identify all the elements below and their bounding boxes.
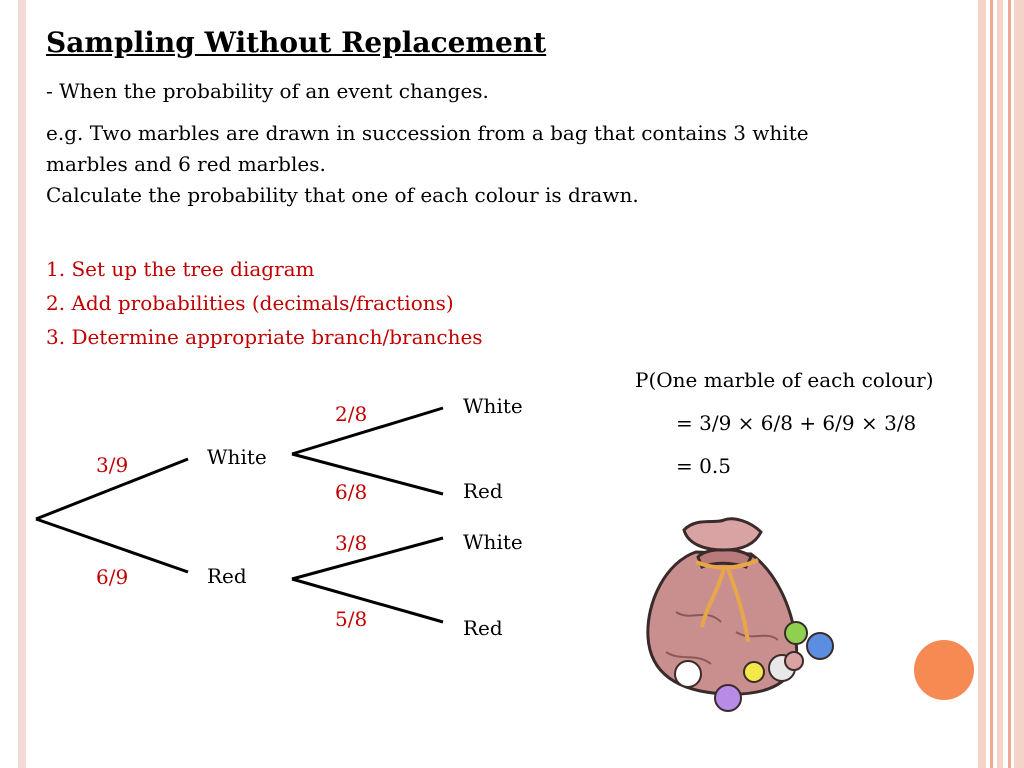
node-first-white: White (207, 445, 267, 469)
node-red-red: Red (463, 616, 503, 640)
right-border-stripe (1014, 0, 1024, 768)
right-border-stripe (990, 0, 993, 768)
node-white-red: Red (463, 479, 503, 503)
step-item: 3. Determine appropriate branch/branches (46, 325, 483, 349)
prob-first-red: 6/9 (96, 565, 129, 589)
step-item: 2. Add probabilities (decimals/fractions… (46, 291, 454, 315)
solution-line-2: = 0.5 (676, 454, 731, 478)
subtitle: - When the probability of an event chang… (46, 79, 489, 103)
prob-white-white: 2/8 (335, 402, 368, 426)
marble-bag-icon (646, 517, 834, 712)
node-red-white: White (463, 530, 523, 554)
branch-red-red (291, 577, 444, 624)
left-border-stripe (18, 0, 26, 768)
prob-first-white: 3/9 (96, 453, 129, 477)
branch-white-white (291, 406, 444, 456)
solution-line-1: = 3/9 × 6/8 + 6/9 × 3/8 (676, 411, 917, 435)
example-line: e.g. Two marbles are drawn in succession… (46, 121, 809, 145)
right-border-stripe (997, 0, 1003, 768)
branch-white-red (291, 452, 444, 496)
prob-white-red: 6/8 (335, 480, 368, 504)
prob-red-red: 5/8 (335, 607, 368, 631)
step-item: 1. Set up the tree diagram (46, 257, 315, 281)
slide-title: Sampling Without Replacement (46, 26, 547, 59)
solution-heading: P(One marble of each colour) (635, 368, 934, 392)
right-border-stripe (978, 0, 986, 768)
example-line: marbles and 6 red marbles. (46, 152, 326, 176)
branch-first-red (35, 517, 189, 574)
prob-red-white: 3/8 (335, 531, 368, 555)
branch-first-white (35, 457, 189, 521)
decorative-orange-circle (914, 640, 974, 700)
node-white-white: White (463, 394, 523, 418)
example-line: Calculate the probability that one of ea… (46, 183, 639, 207)
node-first-red: Red (207, 564, 247, 588)
branch-red-white (291, 536, 444, 581)
right-border-stripe (1008, 0, 1011, 768)
